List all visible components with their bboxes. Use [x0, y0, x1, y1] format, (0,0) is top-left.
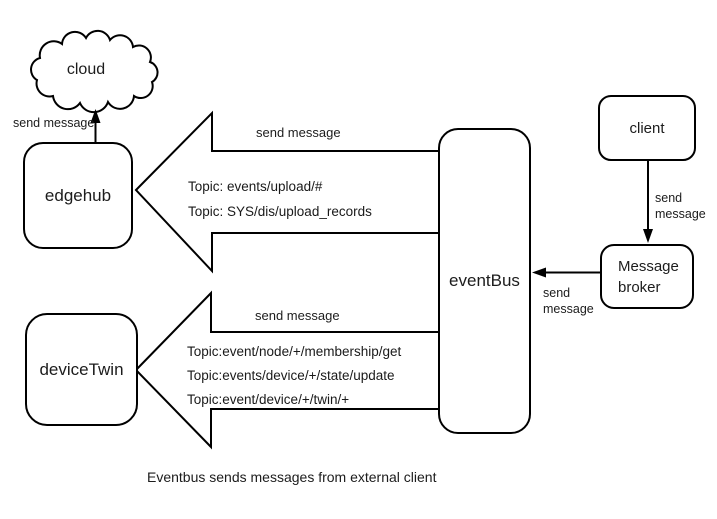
topics-eventbus-to-devicetwin: Topic:event/node/+/membership/get Topic:…: [187, 340, 401, 412]
broker-label-line1: Message: [618, 257, 679, 275]
node-eventbus: eventBus: [438, 128, 531, 434]
broker-label-line2: broker: [618, 278, 661, 296]
topic-line: Topic:events/device/+/state/update: [187, 368, 395, 383]
node-edgehub: edgehub: [23, 142, 133, 249]
arrow-left-icon: [532, 267, 546, 278]
devicetwin-label: deviceTwin: [39, 359, 124, 379]
client-label: client: [629, 119, 665, 137]
edge-broker-to-eventbus-label: send message: [543, 285, 594, 317]
cloud-label: cloud: [66, 61, 106, 78]
edge-client-to-broker-label-line1: send: [655, 191, 683, 205]
node-client: client: [598, 95, 696, 161]
diagram-caption: Eventbus sends messages from external cl…: [147, 469, 437, 485]
edge-client-to-broker-label-line2: message: [655, 207, 706, 221]
edge-edgehub-to-cloud-label: send message: [13, 116, 95, 130]
cloud-shape: [30, 29, 159, 114]
arrow-down-icon: [643, 229, 653, 243]
topic-line: Topic:event/device/+/twin/+: [187, 392, 350, 407]
topic-line: Topic: SYS/dis/upload_records: [188, 204, 372, 219]
topics-eventbus-to-edgehub: Topic: events/upload/# Topic: SYS/dis/up…: [188, 174, 372, 224]
edge-client-to-broker-label: send message: [655, 190, 706, 222]
node-devicetwin: deviceTwin: [25, 313, 138, 426]
arrow-up-icon: [90, 109, 101, 123]
topic-line: Topic: events/upload/#: [188, 179, 323, 194]
node-message-broker: Message broker: [600, 244, 694, 309]
edge-eventbus-to-devicetwin-label: send message: [255, 308, 340, 323]
edgehub-label: edgehub: [44, 185, 112, 205]
topic-line: Topic:event/node/+/membership/get: [187, 344, 402, 359]
edge-eventbus-to-edgehub-label: send message: [256, 125, 341, 140]
edge-broker-to-eventbus-label-line2: message: [543, 302, 594, 316]
eventbus-label: eventBus: [449, 271, 520, 290]
edge-broker-to-eventbus-label-line1: send: [543, 286, 571, 300]
